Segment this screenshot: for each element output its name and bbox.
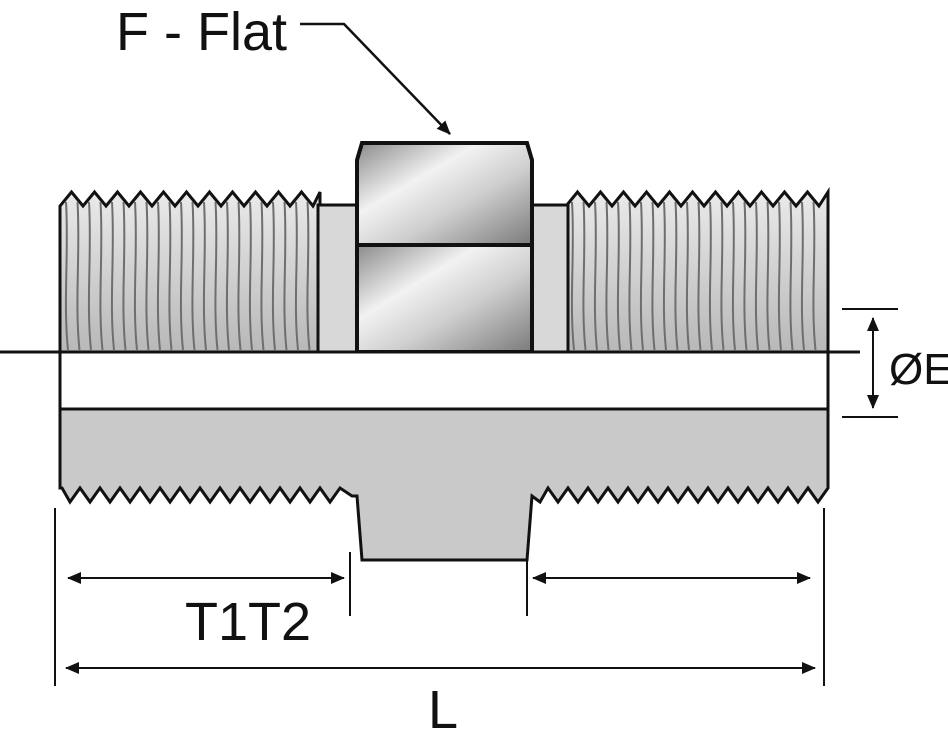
thread-helix-line (64, 201, 69, 351)
thread-helix-line (99, 201, 104, 351)
thread-helix-line (294, 201, 299, 351)
thread-helix-line (202, 201, 207, 351)
thread-helix-line (593, 201, 598, 351)
thread-helix-line (800, 201, 805, 351)
thread-helix-line (306, 201, 311, 351)
thread-helix-line (812, 201, 817, 351)
diameter-dimension (842, 308, 898, 418)
thread-helix-line (570, 201, 575, 351)
thread-helix-line (720, 201, 725, 351)
thread-helix-line (662, 201, 667, 351)
thread-helix-line (697, 201, 702, 351)
thread-helix-line (133, 201, 138, 351)
thread-helix-line (87, 201, 92, 351)
thread-helix-line (248, 201, 253, 351)
thread-length-label: T1T2 (185, 592, 311, 652)
thread-helix-line (628, 201, 633, 351)
thread-helix-line (179, 201, 184, 351)
hex-flat-lower (355, 243, 534, 354)
upper-left-thread (58, 189, 322, 354)
thread-helix-line (214, 201, 219, 351)
thread-silhouette (564, 186, 830, 354)
thread-helix-line (743, 201, 748, 351)
thread-helix-line (283, 201, 288, 351)
thread-helix-line (110, 201, 115, 351)
thread-helix-line (754, 201, 759, 351)
thread-helix-line (260, 201, 265, 351)
thread-helix-line (651, 201, 656, 351)
thread-helix-line (731, 201, 736, 351)
bore (58, 350, 830, 411)
thread-helix-line (777, 201, 782, 351)
thread-helix-line (605, 201, 610, 351)
thread-helix-line (639, 201, 644, 351)
diameter-label: ØE (889, 345, 948, 394)
thread-helix-line (708, 201, 713, 351)
thread-helix-line (616, 201, 621, 351)
upper-right-thread (564, 186, 830, 354)
right-neck (526, 203, 570, 354)
thread-helix-line (145, 201, 150, 351)
thread-helix-line (76, 201, 81, 351)
thread-helix-line (168, 201, 173, 351)
thread-helix-line (582, 201, 587, 351)
thread-helix-line (225, 201, 230, 351)
flat-label: F - Flat (116, 2, 287, 62)
thread-helix-line (237, 201, 242, 351)
thread-helix-line (789, 201, 794, 351)
thread-silhouette (58, 189, 322, 354)
thread-helix-line (191, 201, 196, 351)
left-neck (316, 203, 360, 354)
thread-helix-line (156, 201, 161, 351)
flat-leader-line (300, 22, 451, 135)
thread-helix-line (674, 201, 679, 351)
thread-helix-line (685, 201, 690, 351)
thread-helix-line (766, 201, 771, 351)
overall-length-label: L (428, 680, 458, 732)
thread-helix-line (271, 201, 276, 351)
hex-flat-upper (355, 141, 534, 247)
lower-section-body (58, 407, 830, 562)
thread-helix-line (122, 201, 127, 351)
